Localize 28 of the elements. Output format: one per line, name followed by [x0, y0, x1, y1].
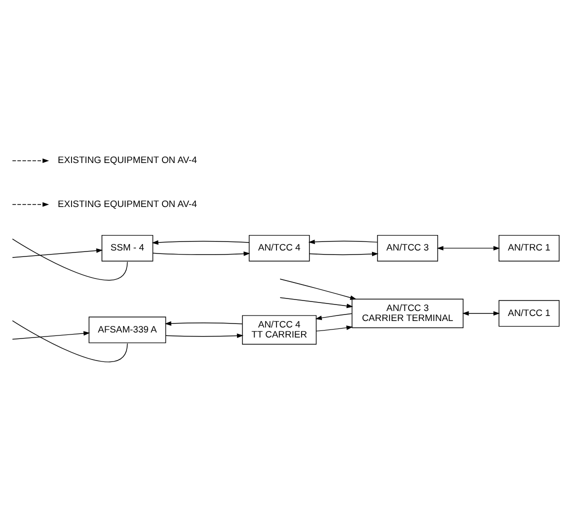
node-box: AN/TCC 4 TT CARRIER — [242, 315, 317, 345]
node-box: AFSAM-339 A — [88, 316, 166, 344]
connector — [12, 238, 128, 281]
node-box: AN/TRC 1 — [498, 234, 560, 262]
arrow — [12, 248, 103, 258]
arrow — [164, 321, 243, 326]
arrow — [152, 252, 250, 256]
node-box: SSM - 4 — [102, 234, 154, 262]
arrow — [166, 333, 244, 338]
arrow — [280, 278, 357, 300]
arrow — [309, 252, 378, 256]
node-box: AN/TCC 3 — [377, 234, 438, 262]
arrow — [315, 313, 352, 320]
arrow — [12, 158, 49, 164]
arrow — [308, 240, 378, 244]
arrow — [462, 311, 500, 316]
node-box: AN/TCC 1 — [498, 300, 560, 327]
arrow — [316, 325, 353, 332]
connector — [12, 320, 128, 362]
arrow — [436, 246, 500, 250]
node-box: AN/TCC 3 CARRIER TERMINAL — [352, 298, 464, 328]
arrow — [12, 331, 90, 340]
arrow — [280, 297, 354, 308]
arrow — [152, 240, 250, 245]
node-text: EXISTING EQUIPMENT ON AV-4 — [58, 155, 197, 166]
node-box: AN/TCC 4 — [248, 234, 310, 262]
arrow — [12, 202, 49, 207]
node-text: EXISTING EQUIPMENT ON AV-4 — [58, 198, 197, 209]
